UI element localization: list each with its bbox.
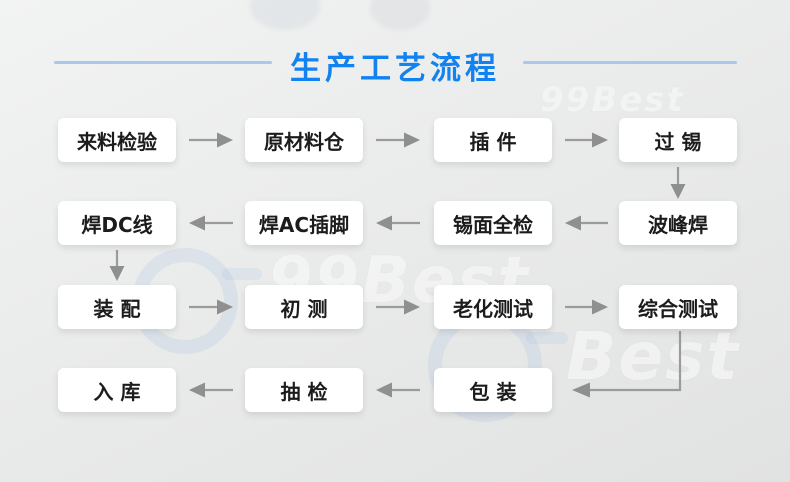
flow-step-solder-surface-inspection: 锡面全检 xyxy=(434,201,552,245)
flow-step-sampling-inspection: 抽 检 xyxy=(245,368,363,412)
flow-step-wave-soldering: 波峰焊 xyxy=(619,201,737,245)
flow-step-warehousing: 入 库 xyxy=(58,368,176,412)
flow-step-label: 综合测试 xyxy=(638,296,718,321)
arrow-down-icon xyxy=(109,250,125,281)
flow-step-label: 插 件 xyxy=(469,129,517,154)
arrow-right-icon xyxy=(565,132,608,148)
arrow-right-icon xyxy=(189,299,233,315)
flow-step-label: 老化测试 xyxy=(453,296,533,321)
flow-step-label: 初 测 xyxy=(280,296,328,321)
flow-step-raw-material-warehouse: 原材料仓 xyxy=(245,118,363,162)
arrow-left-icon xyxy=(376,215,420,231)
watermark-logo-icon xyxy=(526,332,568,344)
flow-step-assembly: 装 配 xyxy=(58,285,176,329)
flow-step-label: 波峰焊 xyxy=(648,212,708,237)
title-section: 生产工艺流程 xyxy=(0,0,790,100)
flow-step-label: 包 装 xyxy=(469,379,517,404)
flow-step-aging-test: 老化测试 xyxy=(434,285,552,329)
flow-step-label: 焊AC插脚 xyxy=(258,212,350,237)
flow-step-label: 锡面全检 xyxy=(453,212,533,237)
flow-step-label: 抽 检 xyxy=(280,379,328,404)
flow-step-label: 原材料仓 xyxy=(264,129,344,154)
arrow-right-icon xyxy=(376,299,420,315)
flow-step-label: 装 配 xyxy=(93,296,141,321)
arrow-left-icon xyxy=(189,215,233,231)
flow-step-dc-wire-soldering: 焊DC线 xyxy=(58,201,176,245)
page-title: 生产工艺流程 xyxy=(290,51,500,87)
arrow-right-icon xyxy=(189,132,233,148)
arrow-left-icon xyxy=(189,382,233,398)
arrow-down-icon xyxy=(670,167,686,199)
title-divider-left xyxy=(54,61,272,64)
arrow-right-icon xyxy=(565,299,608,315)
arrow-right-icon xyxy=(376,132,420,148)
flow-step-tin-coating: 过 锡 xyxy=(619,118,737,162)
flow-step-label: 来料检验 xyxy=(77,129,157,154)
arrow-elbow-icon xyxy=(572,331,682,398)
flow-step-incoming-inspection: 来料检验 xyxy=(58,118,176,162)
title-divider-right xyxy=(523,61,737,64)
flow-step-label: 焊DC线 xyxy=(81,212,153,237)
arrow-left-icon xyxy=(376,382,420,398)
flow-step-comprehensive-test: 综合测试 xyxy=(619,285,737,329)
arrow-left-icon xyxy=(565,215,608,231)
flow-step-packaging: 包 装 xyxy=(434,368,552,412)
flow-step-initial-test: 初 测 xyxy=(245,285,363,329)
watermark-text: Best xyxy=(566,318,740,395)
flow-step-ac-pin-soldering: 焊AC插脚 xyxy=(245,201,363,245)
flow-step-label: 过 锡 xyxy=(654,129,702,154)
flow-step-label: 入 库 xyxy=(93,379,141,404)
flow-step-component-insertion: 插 件 xyxy=(434,118,552,162)
watermark-logo-icon xyxy=(222,268,262,280)
